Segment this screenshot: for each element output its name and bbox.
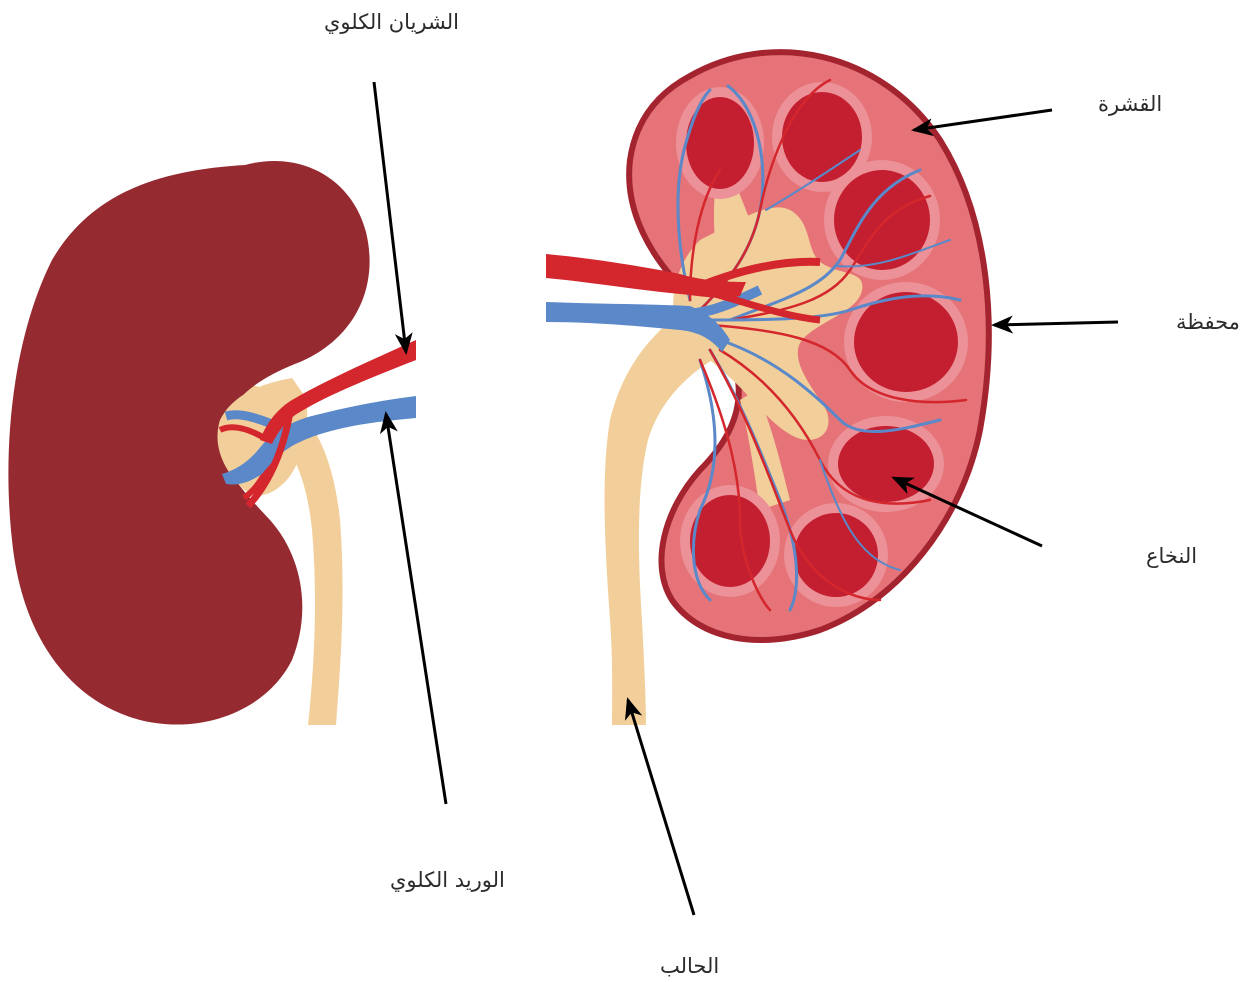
arrow-renal-vein	[386, 414, 446, 804]
label-capsule: محفظة	[1176, 312, 1240, 333]
external-kidney	[8, 161, 416, 725]
pyramid	[794, 513, 878, 597]
arrow-cortex	[914, 110, 1052, 130]
pyramid	[834, 170, 930, 270]
label-renal-vein: الوريد الكلوي	[390, 870, 505, 891]
pyramid	[782, 92, 862, 182]
label-ureter: الحالب	[660, 956, 719, 977]
arrow-ureter	[628, 700, 694, 915]
label-cortex: القشرة	[1098, 94, 1162, 115]
label-medulla: النخاع	[1146, 546, 1197, 567]
label-renal-artery: الشريان الكلوي	[324, 12, 459, 33]
kidney-cross-section	[546, 52, 989, 725]
arrow-capsule	[994, 322, 1118, 325]
arrow-renal-artery	[374, 82, 406, 352]
pyramid	[854, 292, 958, 392]
